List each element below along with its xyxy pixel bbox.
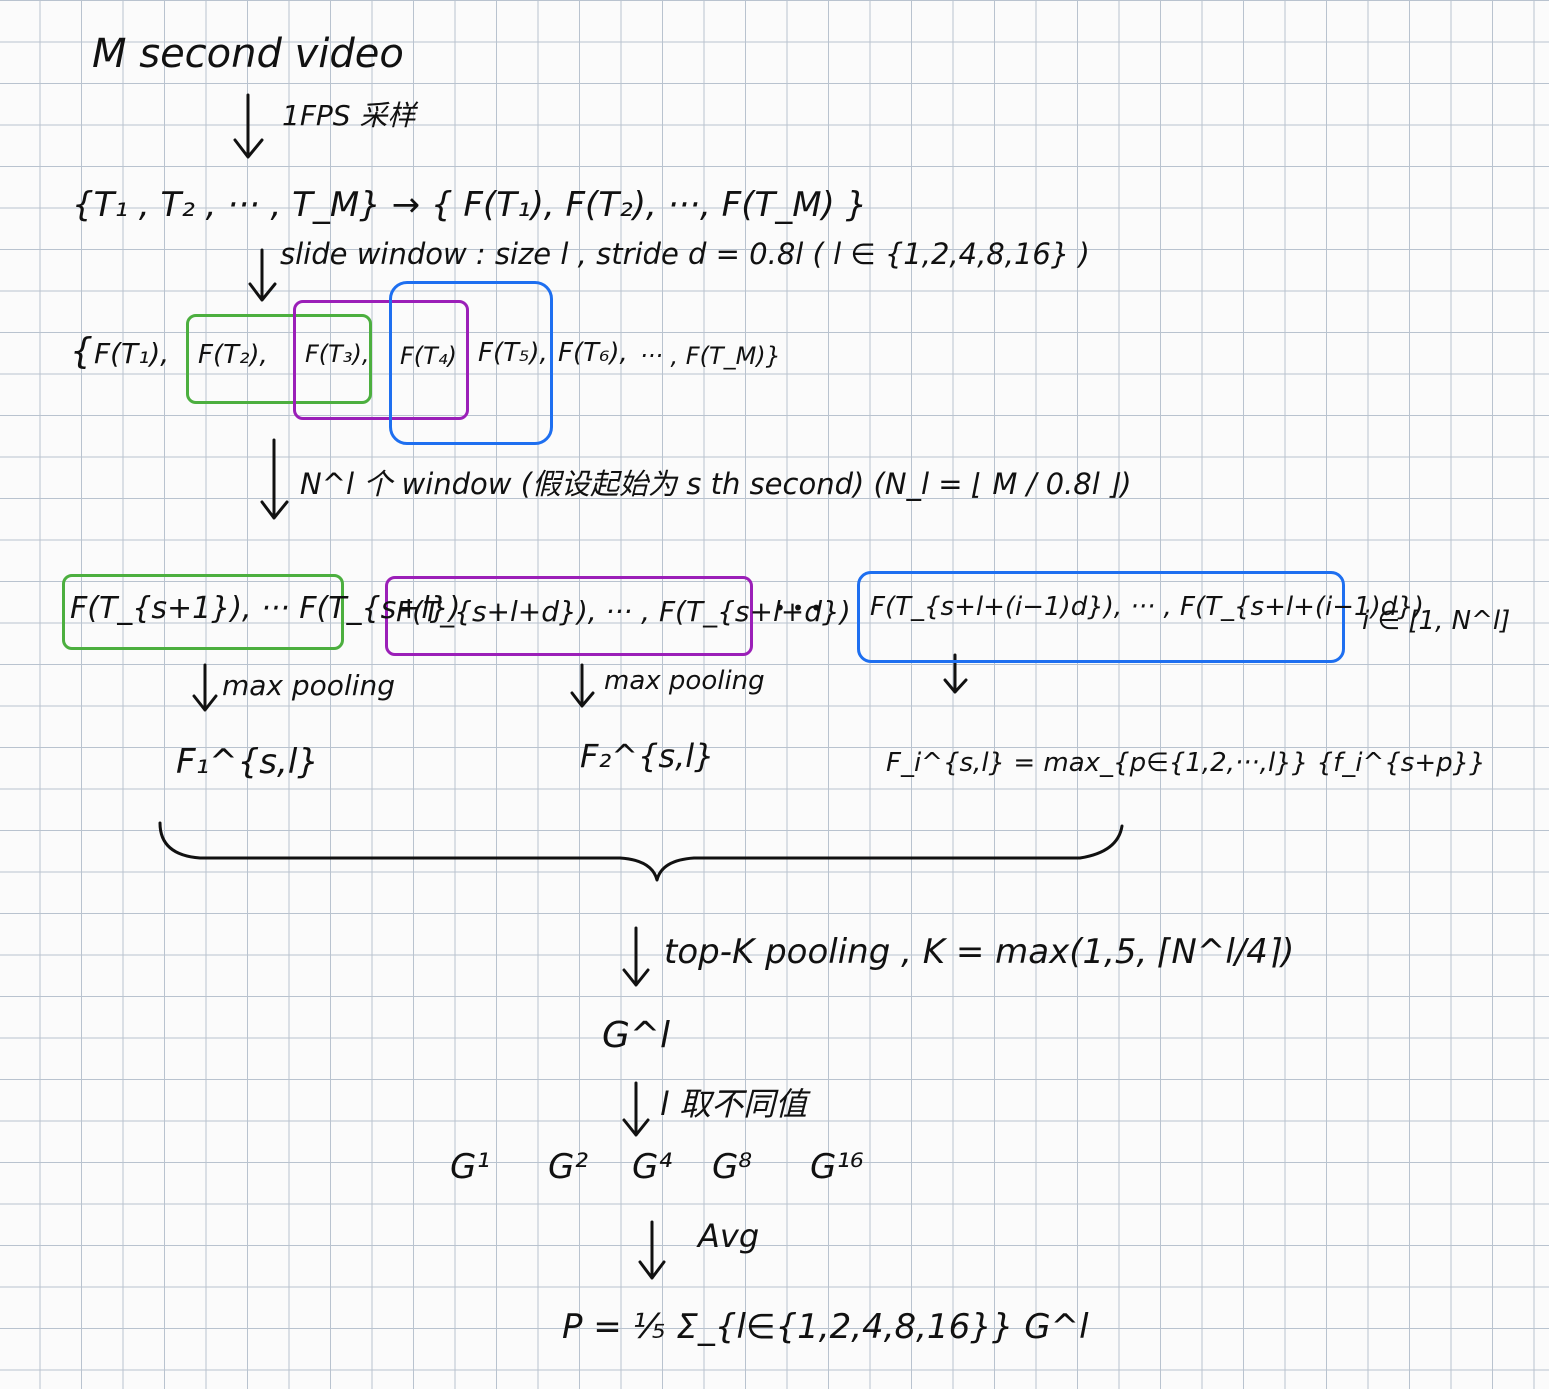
g-value-16: G¹⁶ [810,1147,864,1187]
down-arrow-pool-1 [192,663,218,712]
g-value-2: G² [548,1147,588,1187]
window-group-first: F(T_{s+1}), ··· F(T_{s+l}) [70,591,461,626]
curly-brace [158,821,1124,882]
down-arrow-pool-2 [570,663,595,708]
window-box-blue-2 [857,571,1345,663]
pooled-feature-i: F_i^{s,l} = max_{p∈{1,2,···,l}} {f_i^{s+… [886,748,1486,778]
feature-item-2: F(T₂), [198,340,268,370]
g-value-1: G¹ [450,1147,490,1187]
windows-label: N^l 个 window (假设起始为 s th second) (N_l = … [300,467,1132,501]
feature-seq-open: { [70,331,93,372]
down-arrow-lvalues [622,1081,650,1137]
feature-item-1: F(T₁), [94,337,170,370]
down-arrow-3 [260,438,289,520]
down-arrow-topk [622,926,650,987]
window-box-green-1 [186,314,372,404]
g-l: G^l [602,1015,671,1056]
slide-window-label: slide window : size l , stride d = 0.8l … [280,237,1090,271]
feature-item-7: ··· , F(T_M)} [640,342,781,370]
down-arrow-1 [233,93,264,159]
pooled-feature-2: F₂^{s,l} [580,737,715,775]
final-formula: P = ⅕ Σ_{l∈{1,2,4,8,16}} G^l [562,1307,1089,1347]
window-box-purple-2 [385,576,753,656]
window-index-range: i ∈ [1, N^l] [1362,606,1511,636]
max-pooling-label-2: max pooling [604,666,765,696]
down-arrow-avg [638,1220,666,1280]
l-values-label: l 取不同值 [660,1085,808,1123]
avg-label: Avg [698,1217,760,1255]
max-pooling-label-1: max pooling [222,669,396,702]
feature-item-6: F(T₆), [558,338,628,368]
feature-item-4: F(T₄) [400,342,457,370]
window-group-ellipsis: • • • [774,596,823,620]
window-box-blue-1 [389,281,553,445]
window-box-purple-1 [293,300,469,420]
pooled-feature-1: F₁^{s,l} [176,742,319,782]
down-arrow-2 [248,248,277,302]
window-group-last: F(T_{s+l+(i−1)d}), ··· , F(T_{s+l+(i−1)d… [870,592,1424,622]
feature-item-5: F(T₅), [478,338,548,368]
window-group-second: F(T_{s+l+d}), ··· , F(T_{s+l+d}) [396,595,851,628]
g-value-8: G⁸ [712,1147,752,1187]
window-box-green-2 [62,574,344,650]
sample-label: 1FPS 采样 [282,99,416,132]
topk-label: top-K pooling , K = max(1,5, ⌈N^l/4⌉) [664,932,1295,972]
feature-item-3: F(T₃), [305,340,370,368]
frames-set: {T₁ , T₂ , ··· , T_M} → { F(T₁), F(T₂), … [72,185,868,225]
page-title: M second video [92,31,404,77]
g-value-4: G⁴ [632,1147,672,1187]
